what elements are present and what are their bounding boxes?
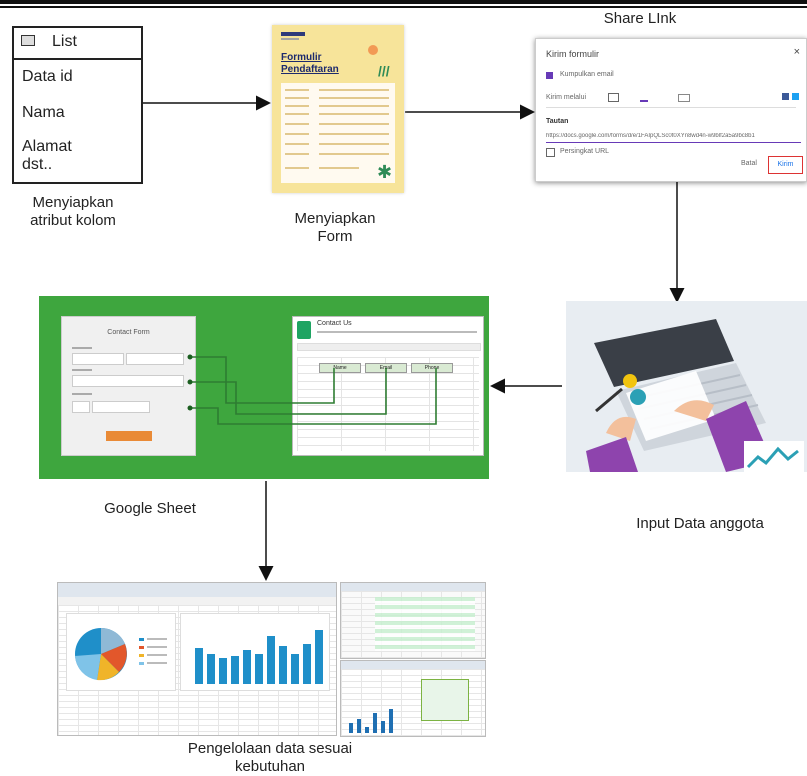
form-logo xyxy=(281,32,305,36)
summary-panel xyxy=(421,679,469,721)
embed-icon[interactable] xyxy=(678,94,690,102)
checkbox-shorten-url[interactable] xyxy=(546,148,555,157)
list-header: List xyxy=(14,28,141,60)
list-caption: Menyiapkan atribut kolom xyxy=(8,194,138,230)
top-rule-thin xyxy=(0,6,807,8)
form-title: Formulir Pendaftaran xyxy=(281,52,339,76)
sheets-logo-icon xyxy=(297,321,311,339)
share-caption: Share LInk xyxy=(603,10,677,27)
collect-email-label: Kumpulkan email xyxy=(560,71,614,78)
caption-line: kebutuhan xyxy=(234,758,306,775)
sheet-title: Contact Us xyxy=(317,320,352,327)
email-icon[interactable] xyxy=(608,93,619,102)
url-underline xyxy=(546,142,801,143)
spreadsheet-table-screenshot xyxy=(340,582,486,659)
divider xyxy=(546,107,796,108)
checkbox-collect-email[interactable] xyxy=(546,72,553,79)
bar-chart xyxy=(180,613,330,691)
list-item: Data id xyxy=(22,68,73,85)
column-header: Phone xyxy=(411,363,453,373)
list-title: List xyxy=(52,33,77,50)
caption-line: Menyiapkan xyxy=(294,210,376,227)
registration-form-card: Formulir Pendaftaran /// ✱ xyxy=(272,25,404,193)
cancel-button[interactable]: Batal xyxy=(741,160,757,167)
share-link-dialog: Kirim formulir × Kumpulkan email Kirim m… xyxy=(535,38,807,182)
manage-caption: Pengelolaan data sesuai kebutuhan xyxy=(140,740,400,776)
list-box: List Data id Nama Alamat dst.. xyxy=(12,26,143,184)
excel-dashboard-screenshot xyxy=(57,582,337,736)
form-logo-sub xyxy=(281,38,299,40)
send-via-label: Kirim melalui xyxy=(546,94,587,101)
contact-form-mockup: Contact Form xyxy=(61,316,196,456)
star-icon: ✱ xyxy=(377,162,393,182)
caption-line: Form xyxy=(317,228,353,245)
email-field[interactable] xyxy=(72,375,184,387)
area-code-field[interactable] xyxy=(72,401,90,413)
last-name-field[interactable] xyxy=(126,353,184,365)
pie-chart xyxy=(66,613,176,691)
shorten-label: Persingkat URL xyxy=(560,148,610,155)
caption-line: Menyiapkan xyxy=(32,194,114,211)
send-button[interactable]: Kirim xyxy=(768,156,803,174)
sheet-caption: Google Sheet xyxy=(104,500,196,517)
connector-email xyxy=(190,368,387,415)
sun-icon xyxy=(368,45,378,55)
highlighted-rows xyxy=(375,597,475,651)
ribbon xyxy=(58,583,336,598)
dialog-title: Kirim formulir xyxy=(546,49,599,59)
first-name-field[interactable] xyxy=(72,353,124,365)
caption-line: Pengelolaan data sesuai xyxy=(187,740,353,757)
twitter-icon[interactable] xyxy=(792,93,799,100)
input-data-illustration xyxy=(566,301,807,472)
submit-button[interactable] xyxy=(106,431,152,441)
laptop-hands-icon xyxy=(586,319,804,472)
link-icon[interactable] xyxy=(640,92,648,102)
list-item: dst.. xyxy=(22,156,53,173)
sheet-menu xyxy=(317,331,477,333)
leaf-icon: /// xyxy=(378,63,390,79)
form-title-line: Pendaftaran xyxy=(281,64,339,75)
caption-line: atribut kolom xyxy=(30,212,116,229)
facebook-icon[interactable] xyxy=(782,93,789,100)
form-title-line: Formulir xyxy=(281,52,322,63)
window-icon xyxy=(21,35,35,46)
link-url[interactable]: https://docs.google.com/forms/d/e/1FAIpQ… xyxy=(546,133,755,139)
mini-bar-chart xyxy=(349,709,393,733)
phone-field[interactable] xyxy=(92,401,150,413)
spreadsheet-chart-screenshot xyxy=(340,660,486,737)
connector-name xyxy=(190,356,335,404)
input-caption: Input Data anggota xyxy=(636,515,764,532)
form-caption: Menyiapkan Form xyxy=(260,210,410,246)
list-item: Nama xyxy=(22,104,65,121)
connector-phone xyxy=(190,368,437,425)
column-header: Name xyxy=(319,363,361,373)
spreadsheet-mockup: Contact Us Name Email Phone xyxy=(292,316,484,456)
list-item: Alamat xyxy=(22,138,72,155)
close-icon[interactable]: × xyxy=(793,46,800,58)
sheet-toolbar xyxy=(297,343,481,351)
form-paper xyxy=(281,83,395,183)
link-label: Tautan xyxy=(546,118,569,125)
top-rule-thick xyxy=(0,0,807,4)
contact-form-title: Contact Form xyxy=(107,329,150,336)
